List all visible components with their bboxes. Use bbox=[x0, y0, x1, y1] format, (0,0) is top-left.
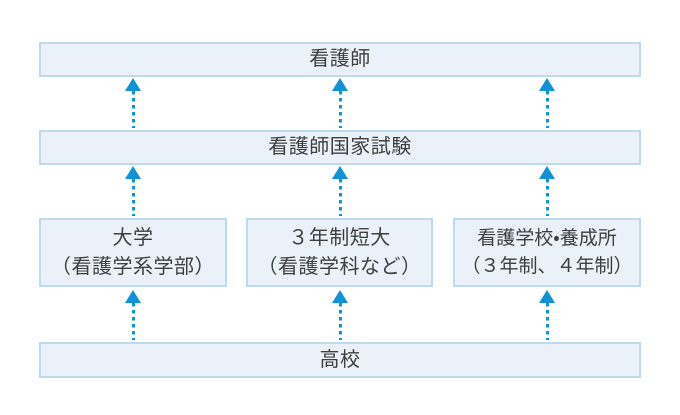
up-arrow-icon bbox=[125, 78, 141, 128]
arrowhead bbox=[125, 290, 141, 303]
arrow-dotted-line bbox=[131, 91, 135, 128]
arrowhead bbox=[125, 166, 141, 179]
arrowhead bbox=[125, 78, 141, 91]
arrow-dotted-line bbox=[338, 91, 342, 128]
up-arrow-icon bbox=[125, 166, 141, 216]
node-nurse: 看護師 bbox=[39, 42, 641, 77]
node-junior-college: ３年制短大 （看護学科など） bbox=[246, 218, 433, 287]
arrow-dotted-line bbox=[338, 179, 342, 216]
node-nursing-school: 看護学校・養成所 （３年制、４年制） bbox=[453, 218, 641, 287]
up-arrow-icon bbox=[125, 290, 141, 340]
node-nursing-school-line1: 看護学校・養成所 bbox=[477, 227, 617, 249]
arrowhead bbox=[539, 166, 555, 179]
arrowhead bbox=[332, 166, 348, 179]
arrow-dotted-line bbox=[131, 303, 135, 340]
arrowhead bbox=[332, 78, 348, 91]
arrow-dotted-line bbox=[338, 303, 342, 340]
arrow-dotted-line bbox=[545, 303, 549, 340]
up-arrow-icon bbox=[332, 166, 348, 216]
arrow-dotted-line bbox=[131, 179, 135, 216]
up-arrow-icon bbox=[539, 290, 555, 340]
node-university: 大学 （看護学系学部） bbox=[39, 218, 227, 287]
up-arrow-icon bbox=[539, 78, 555, 128]
node-national-exam: 看護師国家試験 bbox=[39, 130, 641, 165]
node-highschool: 高校 bbox=[39, 342, 641, 378]
node-national-exam-label: 看護師国家試験 bbox=[268, 136, 412, 158]
up-arrow-icon bbox=[332, 78, 348, 128]
arrow-dotted-line bbox=[545, 179, 549, 216]
node-junior-college-line2: （看護学科など） bbox=[257, 255, 422, 278]
node-junior-college-line1: ３年制短大 bbox=[288, 226, 391, 249]
node-highschool-label: 高校 bbox=[319, 348, 361, 371]
node-university-line1: 大学 bbox=[112, 226, 154, 249]
arrow-dotted-line bbox=[545, 91, 549, 128]
node-nurse-label: 看護師 bbox=[309, 48, 371, 70]
up-arrow-icon bbox=[539, 166, 555, 216]
node-university-line2: （看護学系学部） bbox=[51, 255, 215, 278]
arrowhead bbox=[332, 290, 348, 303]
node-nursing-school-line2: （３年制、４年制） bbox=[461, 255, 633, 277]
arrowhead bbox=[539, 78, 555, 91]
up-arrow-icon bbox=[332, 290, 348, 340]
arrowhead bbox=[539, 290, 555, 303]
